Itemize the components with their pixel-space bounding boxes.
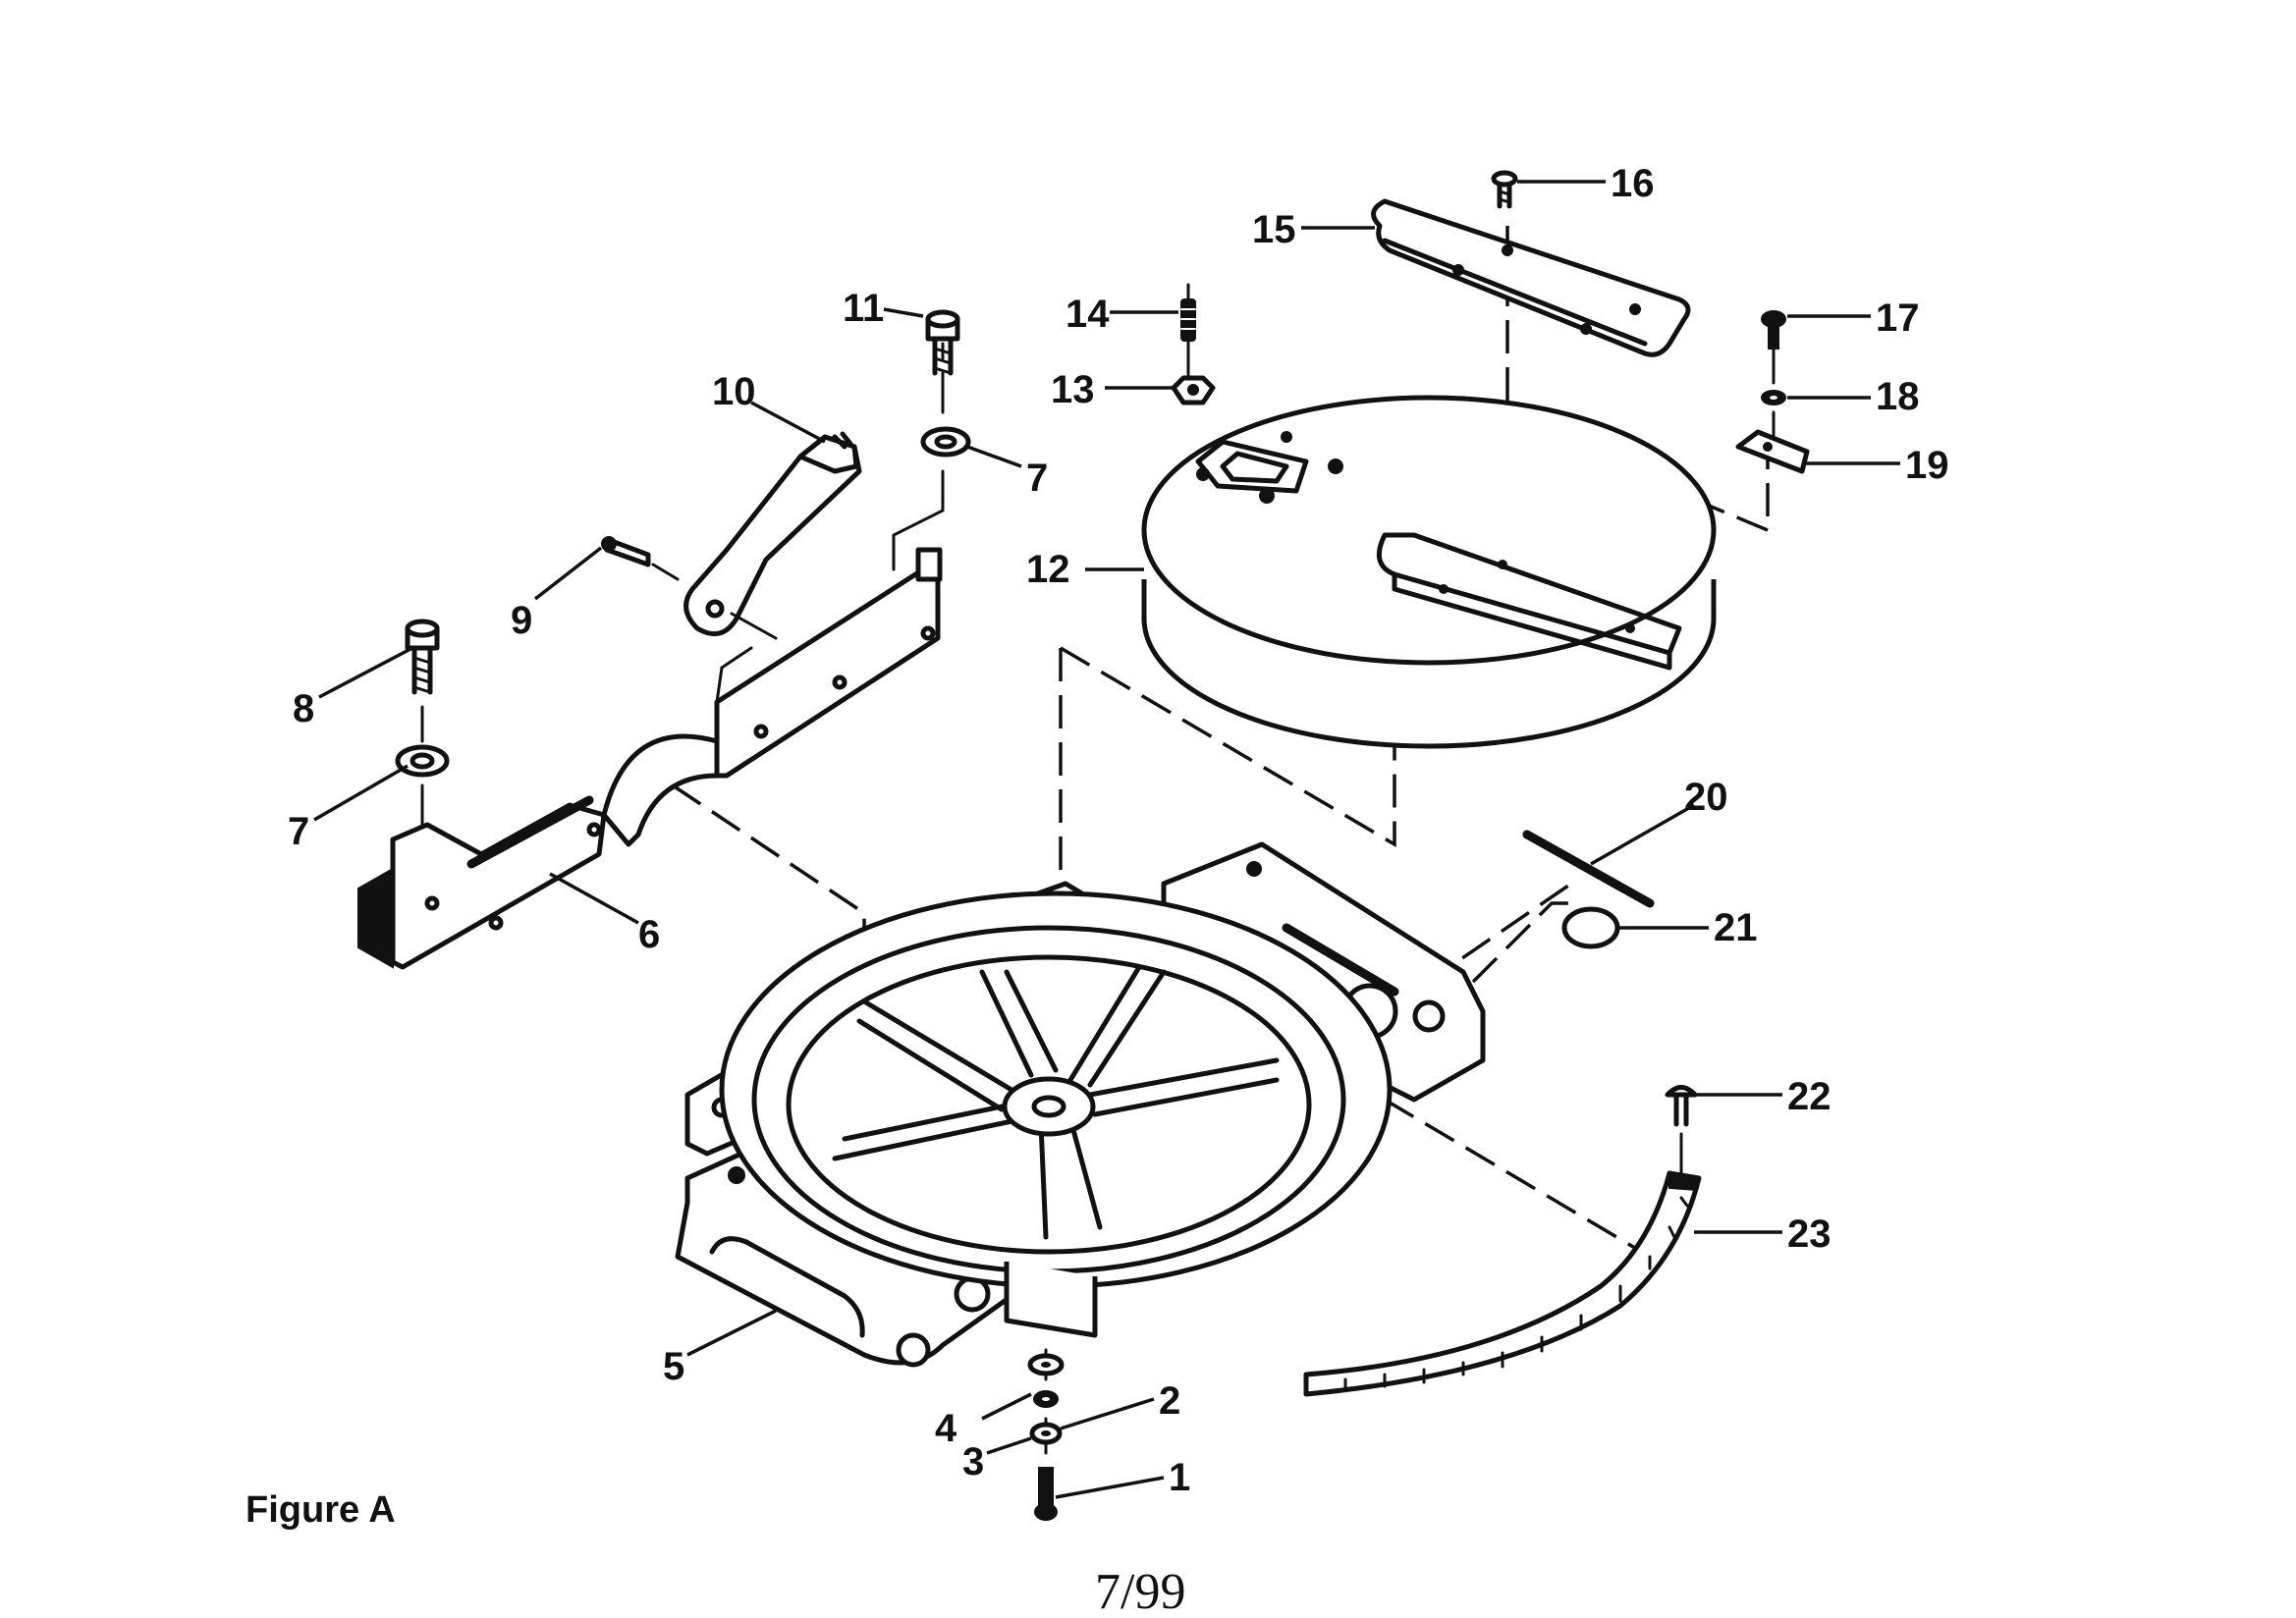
assembly-guide-lines [420,226,1776,1455]
figure-caption: Figure A [246,1489,396,1531]
callout-6: 6 [638,913,660,956]
callout-23: 23 [1787,1213,1831,1256]
table-insert-icon [1371,198,1691,357]
socket-screw-icon [405,619,440,695]
callout-9: 9 [511,599,532,642]
callout-10: 10 [712,370,756,413]
base-icon [675,841,1486,1368]
washer-icon [1027,1353,1065,1376]
washer-icon [395,744,450,778]
callout-7b: 7 [1026,457,1048,500]
turntable-icon [1141,395,1717,749]
washer-icon [920,426,971,458]
callout-14: 14 [1066,293,1110,336]
page-number: 7/99 [1095,1564,1185,1618]
callout-11: 11 [843,287,884,330]
bolt-icon [1034,1467,1058,1521]
callout-16: 16 [1611,162,1655,205]
socket-screw-icon [925,309,960,376]
set-screw-icon [1180,298,1196,342]
callout-7a: 7 [288,810,309,853]
miter-scale-icon [1303,1170,1702,1397]
pan-screw-icon [1761,310,1786,350]
callout-18: 18 [1876,375,1920,418]
callout-20: 20 [1684,776,1728,819]
screw-icon [1665,1085,1698,1127]
callout-19: 19 [1905,444,1949,487]
indicator-icon [1735,429,1810,474]
callout-8: 8 [293,687,314,730]
callout-12: 12 [1026,548,1070,591]
callout-13: 13 [1051,368,1095,411]
callout-17: 17 [1876,297,1920,340]
washer-icon [1029,1422,1063,1445]
hex-nut-icon [1171,375,1216,405]
callout-5: 5 [663,1345,684,1388]
pin-icon [601,536,680,581]
plug-icon [1561,906,1620,949]
flat-screw-icon [1491,170,1518,209]
fence-icon [357,547,943,970]
clamp-lever-icon [683,431,862,640]
callout-1: 1 [1169,1456,1190,1499]
leader-lines [313,180,1900,1499]
lock-washer-icon [1033,1390,1059,1408]
callout-3: 3 [962,1440,984,1483]
callout-21: 21 [1714,906,1758,949]
callout-22: 22 [1787,1075,1831,1118]
callout-labels: 1 2 3 4 5 6 7 7 8 9 10 11 12 13 14 15 16… [288,162,1949,1499]
washer-icon [1761,390,1786,405]
callout-15: 15 [1252,208,1296,251]
callout-4: 4 [935,1407,957,1450]
label-strip-icon [1522,830,1655,908]
callout-2: 2 [1159,1379,1180,1423]
